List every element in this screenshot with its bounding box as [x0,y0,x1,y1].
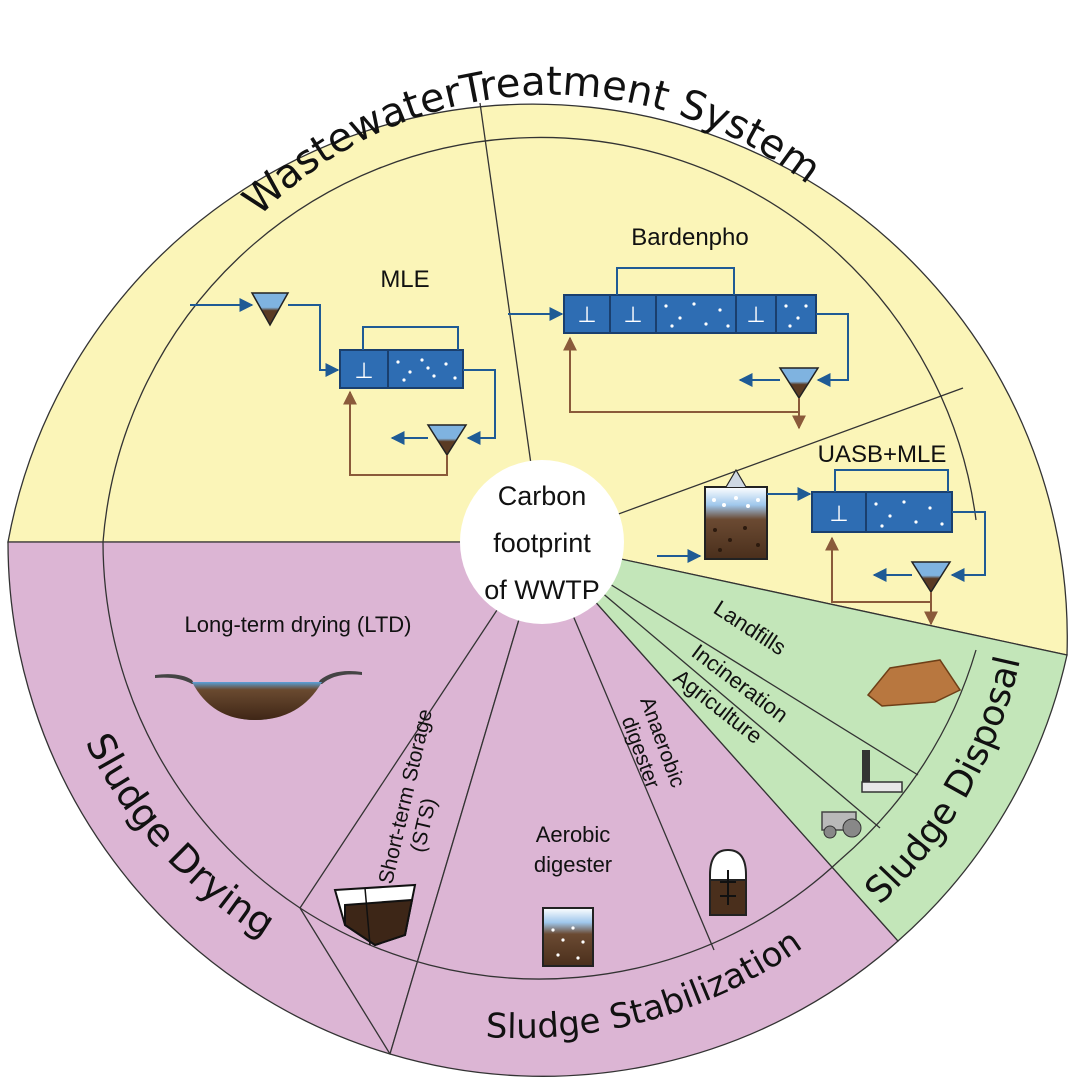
stabilization-sector [389,540,899,1077]
svg-text:⊥: ⊥ [577,303,596,328]
wastewater-sector [7,103,1068,656]
disposal-sector [540,540,1068,942]
svg-text:⊥: ⊥ [623,303,642,328]
uasb-anoxic-tank [811,491,867,533]
svg-text:⊥: ⊥ [746,303,765,328]
sector-backgrounds [7,103,1068,1077]
aerobic-label-2: digester [534,852,612,877]
aerobic-digester-icon [542,907,594,967]
bardenpho-clarifier-icon [778,367,820,400]
center-line-1: Carbon [498,481,587,511]
svg-text:⊥: ⊥ [354,359,373,384]
uasb-clarifier-icon [910,561,952,594]
incinerator-icon [861,750,903,793]
uasb-label: UASB+MLE [818,441,947,468]
mle-aerobic-tank [387,349,464,389]
anaerobic-digester-icon [709,848,747,916]
bardenpho-tank-3 [655,294,737,334]
center-badge: Carbon footprint of WWTP [460,460,624,624]
mle-primary-clarifier-icon [250,292,290,327]
uasb-aerobic-tank [865,491,953,533]
bardenpho-tank-5 [775,294,817,334]
bardenpho-label: Bardenpho [631,224,748,251]
tractor-icon [821,811,862,839]
ltd-label: Long-term drying (LTD) [185,612,412,637]
center-line-2: footprint [493,528,591,558]
mle-secondary-clarifier-icon [426,424,468,457]
uasb-mle-process: UASB+MLE ⊥ [657,441,986,626]
mle-label: MLE [380,266,429,293]
sts-tank-icon [333,883,417,947]
bardenpho-process: Bardenpho ⊥ ⊥ ⊥ [508,224,849,430]
inner-ring-bottom [102,541,301,909]
bardenpho-tank-2 [609,294,657,334]
mle-process: MLE ⊥ [190,266,496,476]
uasb-reactor-icon [704,468,768,560]
aerobic-label: Aerobic [536,822,611,847]
center-line-3: of WWTP [484,575,600,605]
stab-inner-arc [299,859,841,980]
inner-ring [102,136,977,543]
svg-text:⊥: ⊥ [829,502,848,527]
disposal-inner-arc [839,649,977,861]
landfill-icon [866,659,962,707]
drying-sector [7,541,543,1055]
divider-stab-inner [299,907,391,1055]
